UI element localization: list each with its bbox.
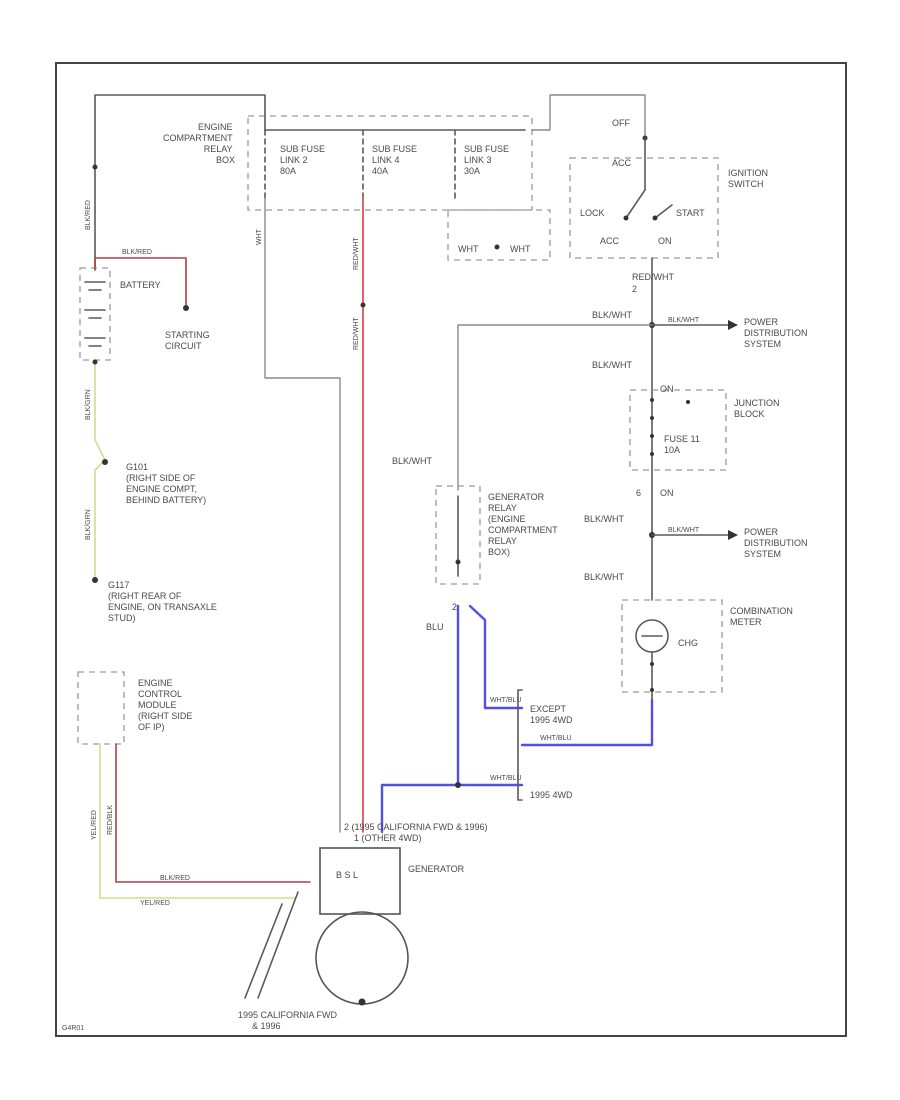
blu-label: BLU xyxy=(426,622,444,632)
relay-box-outline xyxy=(247,115,533,211)
figure-id: G4R01 xyxy=(62,1025,84,1032)
generator-symbol xyxy=(315,911,409,1005)
ignition-switch-outline xyxy=(569,157,719,259)
sub-box-outline xyxy=(447,209,551,261)
wire-blk-red-label: BLK/RED xyxy=(85,200,92,230)
starting-circuit-wire xyxy=(94,257,187,309)
ecm-red-wire xyxy=(115,743,311,883)
svg-text:WHT/BLU: WHT/BLU xyxy=(490,775,522,782)
red-wht-label: RED/WHT xyxy=(632,272,674,282)
combination-meter-outline xyxy=(621,599,723,693)
pds-2-arrow xyxy=(728,530,738,540)
note-leader-1 xyxy=(244,903,283,999)
wire-yel-red-2-label: YEL/RED xyxy=(140,900,170,907)
junction-block-outline xyxy=(629,389,727,471)
battery-label: BATTERY xyxy=(120,280,161,290)
switch-lever xyxy=(625,189,646,219)
svg-text:RED/WHT: RED/WHT xyxy=(353,317,360,350)
svg-text:WHT/BLU: WHT/BLU xyxy=(540,735,572,742)
option-bracket xyxy=(517,689,523,801)
wire-blk-red-3-label: BLK/RED xyxy=(160,875,190,882)
generator-terminal-box xyxy=(319,847,401,915)
generator-relay-outline xyxy=(435,485,481,585)
blk-wht-1-label: BLK/WHT xyxy=(592,310,633,320)
battery-ground-wire xyxy=(94,359,106,581)
generator-label: GENERATOR xyxy=(408,864,465,874)
note-bottom-label: 1995 CALIFORNIA FWD& 1996 xyxy=(238,1010,338,1031)
svg-text:RED/BLK: RED/BLK xyxy=(107,805,114,835)
svg-text:2: 2 xyxy=(632,284,637,294)
svg-text:WHT/BLU: WHT/BLU xyxy=(490,697,522,704)
diagram-border xyxy=(55,62,847,1037)
svg-text:2: 2 xyxy=(452,602,457,612)
svg-text:BLK/GRN: BLK/GRN xyxy=(85,389,92,420)
svg-text:WHT: WHT xyxy=(256,228,263,245)
switch-off-label: OFF xyxy=(612,118,630,128)
chg-label: CHG xyxy=(678,638,698,648)
svg-text:RED/WHT: RED/WHT xyxy=(353,237,360,270)
wire-blk-red-2-label: BLK/RED xyxy=(122,249,152,256)
blu-wire-main xyxy=(380,604,460,834)
wht-wire-to-generator xyxy=(264,197,341,833)
svg-text:BLK/WHT: BLK/WHT xyxy=(668,317,700,324)
switch-lock-label: LOCK xyxy=(580,208,605,218)
relay-box-label: ENGINE COMPARTMENT RELAY BOX xyxy=(163,122,235,165)
note-leader-2 xyxy=(257,891,299,999)
switch-start-label: START xyxy=(676,208,705,218)
wire-to-generator-relay xyxy=(457,324,653,491)
battery-positive-wire xyxy=(94,94,266,271)
blu-wire-except-1995 xyxy=(468,604,524,710)
switch-on-label: ON xyxy=(658,236,672,246)
ecm-outline xyxy=(77,671,125,745)
svg-text:YEL/RED: YEL/RED xyxy=(91,810,98,840)
blk-wht-relay-label: BLK/WHT xyxy=(392,456,433,466)
blu-wire-to-meter xyxy=(520,698,654,747)
svg-text:ON: ON xyxy=(660,384,674,394)
wht-wire-to-switch xyxy=(531,94,646,136)
wht-right-label: WHT xyxy=(510,244,531,254)
pds-1-arrow xyxy=(728,320,738,330)
svg-text:BLK/GRN: BLK/GRN xyxy=(85,509,92,540)
ecm-yellow-wire xyxy=(99,743,296,899)
svg-text:6: 6 xyxy=(636,488,641,498)
on-label: ON xyxy=(660,488,674,498)
svg-text:BLK/WHT: BLK/WHT xyxy=(668,527,700,534)
generator-note-label: 2 (1995 CALIFORNIA FWD & 1996)1 (OTHER 4… xyxy=(344,822,488,843)
switch-acc-label: ACC xyxy=(600,236,620,246)
only-1995-label: 1995 4WD xyxy=(530,790,573,800)
blk-wht-2-label: BLK/WHT xyxy=(592,360,633,370)
blk-wht-4-label: BLK/WHT xyxy=(584,514,625,524)
generator-terminals: B S L xyxy=(336,870,358,880)
switch-acc-top-label: ACC xyxy=(612,158,632,168)
wht-left-label: WHT xyxy=(458,244,479,254)
blk-wht-5-label: BLK/WHT xyxy=(584,572,625,582)
